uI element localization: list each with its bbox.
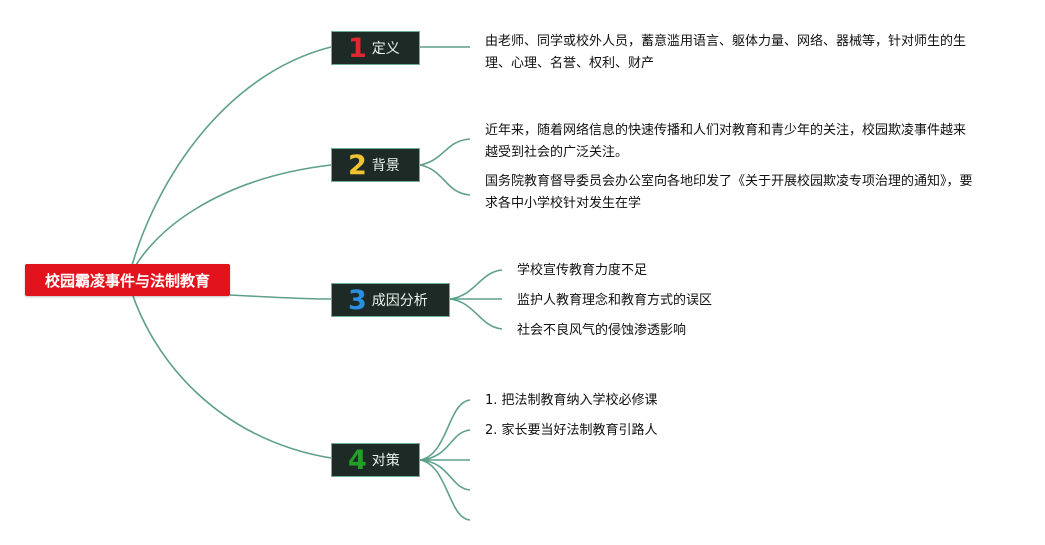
number-3-icon: 3 bbox=[348, 284, 367, 316]
leaf-causes-1: 学校宣传教育力度不足 bbox=[517, 263, 648, 278]
number-4-icon: 4 bbox=[348, 444, 367, 476]
connector-4-a bbox=[419, 399, 471, 461]
branch-label: 定义 bbox=[371, 41, 400, 57]
branch-background[interactable]: 2 背景 bbox=[331, 148, 420, 182]
connector-4-b bbox=[419, 429, 471, 461]
number-1-icon: 1 bbox=[348, 32, 367, 64]
leaf-causes-2: 监护人教育理念和教育方式的误区 bbox=[517, 293, 713, 308]
root-node[interactable]: 校园霸凌事件与法制教育 bbox=[25, 264, 230, 296]
branch-label: 背景 bbox=[371, 158, 400, 174]
connector-4-d bbox=[419, 459, 471, 491]
connector-3-c bbox=[449, 298, 503, 330]
connector-root-1 bbox=[127, 46, 332, 281]
branch-causes[interactable]: 3 成因分析 bbox=[331, 283, 450, 317]
connector-3-a bbox=[449, 269, 503, 300]
leaf-background-2: 国务院教育督导委员会办公室向各地印发了《关于开展校园欺凌专项治理的通知》，要求各… bbox=[485, 174, 973, 211]
connector-root-4 bbox=[127, 279, 332, 459]
leaf-background-1: 近年来，随着网络信息的快速传播和人们对教育和青少年的关注，校园欺凌事件越来越受到… bbox=[485, 123, 967, 160]
branch-measures[interactable]: 4 对策 bbox=[331, 443, 420, 477]
connector-root-2 bbox=[127, 164, 332, 281]
leaf-measures-1: 1. 把法制教育纳入学校必修课 bbox=[485, 393, 658, 408]
connector-4-e bbox=[419, 459, 471, 521]
root-label: 校园霸凌事件与法制教育 bbox=[44, 271, 210, 290]
leaf-measures-2: 2. 家长要当好法制教育引路人 bbox=[485, 423, 658, 438]
number-2-icon: 2 bbox=[348, 149, 367, 181]
connector-root-3 bbox=[229, 294, 332, 300]
branch-label: 对策 bbox=[371, 453, 400, 469]
leaf-definition-1: 由老师、同学或校外人员，蓄意滥用语言、躯体力量、网络、器械等，针对师生的生理、心… bbox=[485, 34, 967, 71]
branch-label: 成因分析 bbox=[371, 293, 428, 309]
connector-2-b bbox=[419, 164, 471, 196]
branch-definition[interactable]: 1 定义 bbox=[331, 31, 420, 65]
connector-2-a bbox=[419, 138, 471, 166]
leaf-causes-3: 社会不良风气的侵蚀渗透影响 bbox=[517, 323, 687, 338]
